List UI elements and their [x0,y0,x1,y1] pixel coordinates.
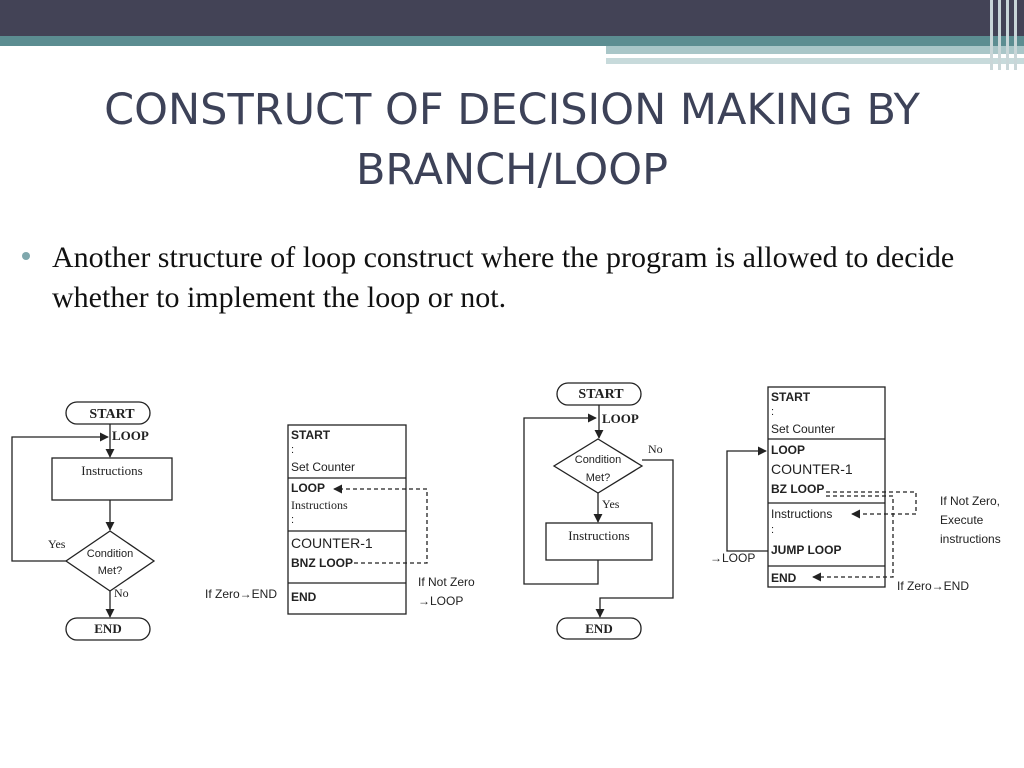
d4-jump-loop-arrow [726,446,768,552]
d4-colon-1: : [771,406,774,418]
d4-colon-2: : [771,524,774,536]
d1-start-label: START [89,407,135,422]
d2-loop-label: LOOP [291,481,325,495]
d2-table [287,424,407,615]
d3-loop-label: LOOP [602,411,639,426]
d4-instructions-label: Instructions [771,507,832,521]
d1-instructions-label: Instructions [81,463,142,478]
d3-end-label: END [585,621,612,636]
d4-zero-end-arrow [812,495,894,582]
d2-start-label: START [291,428,331,442]
d1-yes-label: Yes [48,537,66,551]
flowchart-3 [523,382,674,640]
d4-not-zero-arrow [826,491,917,519]
d1-end-label: END [94,621,121,636]
d4-loop-label: LOOP [771,443,805,457]
d3-no-label: No [648,442,663,456]
flowchart-4 [726,386,917,588]
d3-end-terminal [556,617,642,640]
d4-counter-label: COUNTER-1 [771,461,853,477]
d2-if-zero-label: If Zero→END [205,587,277,601]
flowchart-4-labels: START : Set Counter LOOP COUNTER-1 BZ LO… [710,390,1001,593]
d4-arrow-loop-label: →LOOP [710,551,755,565]
bullet-dot-icon [22,252,30,260]
d1-instructions-box [51,457,173,501]
d1-end-terminal [65,617,151,641]
slide-title: CONSTRUCT OF DECISION MAKING BY BRANCH/L… [40,80,984,200]
d2-bnz-label: BNZ LOOP [291,556,353,570]
d1-loop-label: LOOP [112,428,149,443]
d3-condition-label-1: Condition [575,454,621,466]
title-line-2: BRANCH/LOOP [355,145,669,195]
d2-colon-2: : [291,514,294,526]
d2-if-not-zero-label-2: →LOOP [418,594,463,608]
d3-instructions-box [545,522,653,561]
d4-set-counter-label: Set Counter [771,422,835,436]
d2-end-label: END [291,590,317,604]
d3-instructions-label: Instructions [568,528,629,543]
d1-condition-label-2: Met? [98,565,122,577]
flowchart-1 [11,401,173,641]
title-line-1: CONSTRUCT OF DECISION MAKING BY [104,85,920,135]
flowchart-2-labels: START : Set Counter LOOP Instructions : … [205,428,475,608]
d1-no-label: No [114,586,129,600]
d3-start-label: START [578,387,624,402]
bullet-text: Another structure of loop construct wher… [52,241,955,314]
d4-if-not-zero-label-2: Execute [940,513,984,527]
d4-jump-label: JUMP LOOP [771,543,841,557]
slide-header-bar [0,0,1024,70]
d1-condition-diamond [64,530,156,592]
flowchart-3-labels: START LOOP Condition Met? No Yes Instruc… [568,387,662,636]
d2-colon-1: : [291,444,294,456]
d3-condition-diamond [552,438,644,494]
d4-if-not-zero-label-1: If Not Zero, [940,494,1000,508]
d2-set-counter-label: Set Counter [291,460,355,474]
d1-start-terminal [65,401,151,425]
d4-end-label: END [771,571,797,585]
flowchart-diagrams: START LOOP Instructions Condition Met? Y… [11,382,1001,641]
d2-instructions-label: Instructions [291,498,348,512]
d2-not-zero-loop-arrow [333,484,428,564]
flowchart-1-labels: START LOOP Instructions Condition Met? Y… [48,407,149,636]
d3-condition-label-2: Met? [586,472,610,484]
d4-table [767,386,886,588]
d4-bz-label: BZ LOOP [771,482,824,496]
d4-if-not-zero-label-3: instructions [940,532,1001,546]
d2-counter-label: COUNTER-1 [291,535,373,551]
d4-if-zero-label: If Zero→END [897,579,969,593]
d4-start-label: START [771,390,811,404]
d2-if-not-zero-label-1: If Not Zero [418,575,475,589]
flowchart-2 [287,424,428,615]
d3-yes-label: Yes [602,497,620,511]
d1-condition-label-1: Condition [87,548,133,560]
